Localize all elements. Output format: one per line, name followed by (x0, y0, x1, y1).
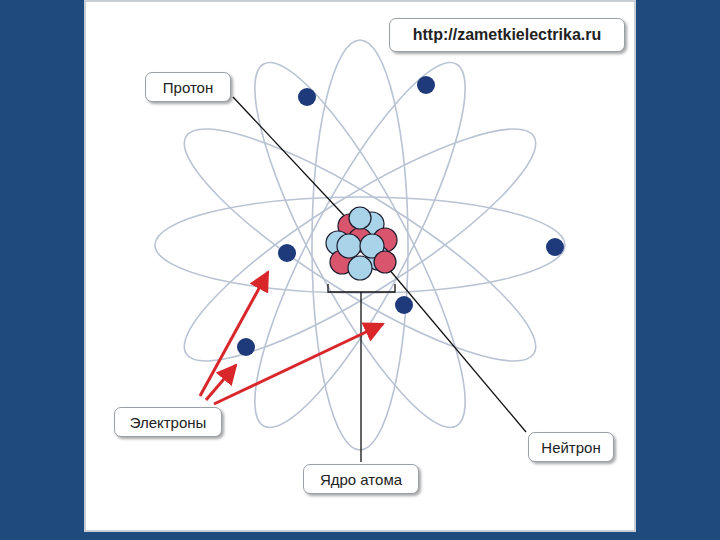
label-text: Нейтрон (541, 439, 600, 456)
electron-arrows (200, 272, 383, 404)
nucleus (326, 207, 397, 280)
neutron-leader (388, 268, 526, 432)
electrons (237, 76, 564, 356)
label-text: Ядро атома (320, 471, 402, 488)
label-box: Нейтрон (528, 432, 614, 462)
label-text: Электроны (130, 414, 207, 431)
label-box: Электроны (114, 407, 222, 437)
label-box: Ядро атома (303, 464, 419, 494)
proton-leader (233, 97, 352, 224)
label-text: Протон (163, 79, 213, 96)
nucleus-leader (360, 292, 361, 462)
url-box: http://zametkielectrika.ru (389, 18, 625, 52)
nucleus-bracket (328, 284, 395, 292)
label-text: http://zametkielectrika.ru (413, 26, 602, 44)
label-box: Протон (145, 72, 231, 102)
